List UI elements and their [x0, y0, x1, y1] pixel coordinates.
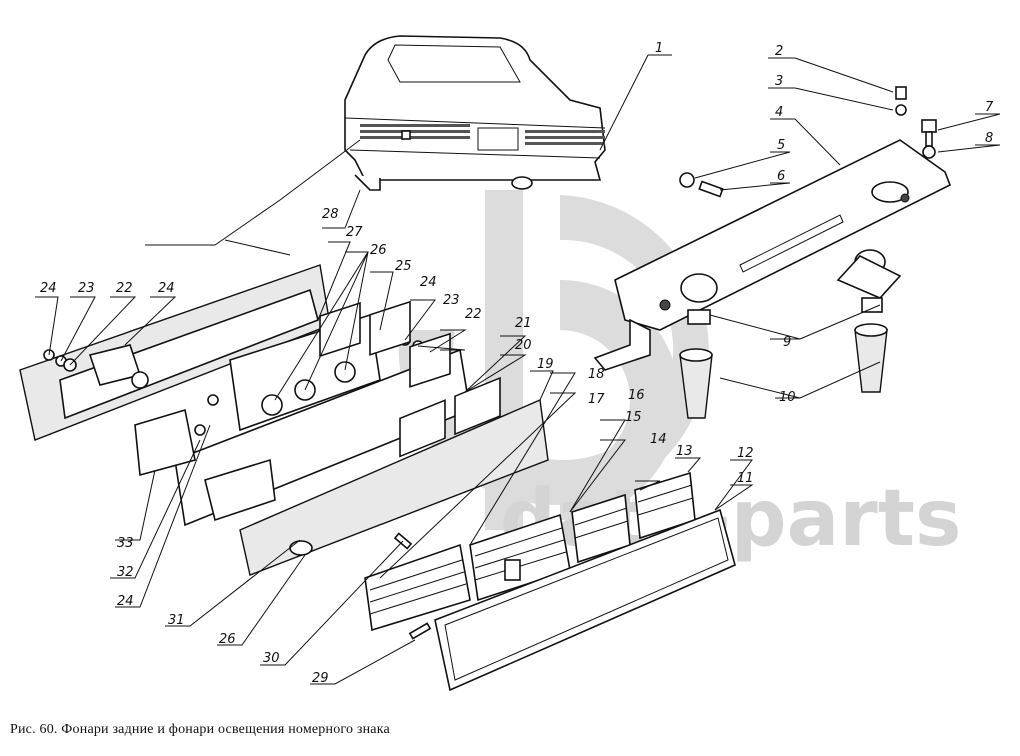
callout-29: 29 [312, 671, 329, 686]
main-housing [134, 300, 471, 527]
license-lamp-bracket [593, 139, 952, 371]
callout-6: 6 [777, 169, 785, 184]
callout-33: 33 [117, 536, 134, 551]
callout-30: 30 [263, 651, 280, 666]
callout-1: 1 [655, 41, 663, 56]
callout-31: 31 [168, 613, 185, 628]
callout-13: 13 [676, 444, 693, 459]
callout-22-left: 22 [116, 281, 133, 296]
callout-9: 9 [783, 335, 791, 350]
callout-28: 28 [322, 207, 339, 222]
callout-24-left-a: 24 [40, 281, 57, 296]
callout-25: 25 [395, 259, 412, 274]
callout-23-right: 23 [443, 293, 460, 308]
callout-21: 21 [515, 316, 532, 331]
callout-5: 5 [777, 138, 785, 153]
callout-4: 4 [775, 105, 783, 120]
callout-24-right: 24 [420, 275, 437, 290]
callout-18: 18 [588, 367, 605, 382]
callout-2: 2 [775, 44, 783, 59]
callout-12: 12 [737, 446, 754, 461]
lenses [364, 471, 696, 632]
figure-caption: Рис. 60. Фонари задние и фонари освещени… [10, 722, 390, 737]
lamp-rim [408, 508, 736, 692]
lens-gasket [239, 376, 549, 576]
callout-17: 17 [588, 392, 605, 407]
fasteners [679, 86, 937, 198]
callout-22-right: 22 [465, 307, 482, 322]
callout-3: 3 [775, 74, 783, 89]
callout-11: 11 [737, 471, 754, 486]
callout-16: 16 [628, 388, 645, 403]
callout-24-left-b: 24 [158, 281, 175, 296]
callout-10: 10 [779, 390, 796, 405]
callout-26-top: 26 [370, 243, 387, 258]
left-lamp-assembly [19, 264, 331, 441]
callout-26-bottom: 26 [219, 632, 236, 647]
callout-32: 32 [117, 565, 134, 580]
callout-8: 8 [985, 131, 993, 146]
car-rear-view [344, 35, 606, 191]
callout-labels: 1 2 3 4 5 6 7 8 9 10 11 12 13 14 15 16 1… [40, 41, 994, 686]
callout-24-bottom: 24 [117, 594, 134, 609]
leader-lines [35, 54, 1001, 685]
callout-20: 20 [515, 338, 532, 353]
callout-19: 19 [537, 357, 554, 372]
lamp-caps [679, 323, 888, 419]
callout-14: 14 [650, 432, 667, 447]
callout-23-left: 23 [78, 281, 95, 296]
callout-7: 7 [985, 100, 994, 115]
callout-15: 15 [625, 410, 642, 425]
callout-27: 27 [346, 225, 363, 240]
